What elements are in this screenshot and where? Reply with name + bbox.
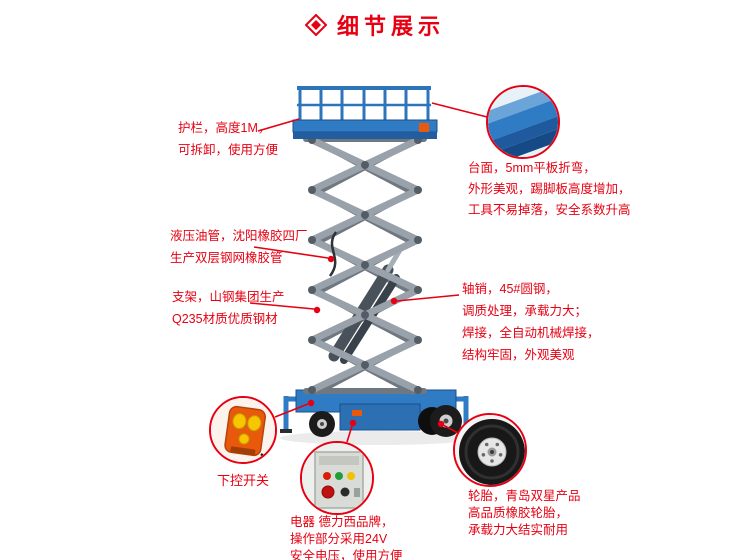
frame-note-line: Q235材质优质钢材 [172, 312, 278, 326]
callout-tire [453, 413, 527, 487]
tire-image [455, 415, 525, 485]
guardrail-note-line: 可拆卸，使用方便 [178, 143, 279, 157]
outrigger-left-pad [280, 429, 292, 433]
callout-control-panel [300, 441, 374, 515]
tires-note-line: 轮胎，青岛双星产品 [468, 489, 581, 503]
platform-note: 台面，5mm平板折弯， 外形美观，踢脚板高度增加， 工具不易掉落，安全系数升高 [468, 158, 631, 221]
page-title-text: 细节展示 [336, 14, 445, 39]
callout-platform-detail [486, 85, 560, 159]
tire-pointer-line [442, 424, 459, 434]
platform-note-line: 台面，5mm平板折弯， [468, 161, 596, 175]
chassis-base [280, 389, 472, 437]
remote-control-image [211, 398, 275, 462]
platform-guardrail [292, 86, 438, 139]
frame-note-line: 支架，山钢集团生产 [172, 290, 285, 304]
platform-deck [292, 119, 438, 133]
electric-pointer-line [346, 425, 353, 443]
electric-note: 电器 德力西品牌， 操作部分采用24V 安全电压，使用方便 [290, 514, 403, 560]
hydraulic-hose [328, 231, 338, 277]
lower-control-label: 下控开关 [217, 473, 270, 488]
platform-note-line: 工具不易掉落，安全系数升高 [468, 203, 631, 217]
axle-pins [308, 136, 422, 394]
hose-pointer-line [253, 246, 329, 259]
pointer-dots [307, 255, 445, 428]
tires-note: 轮胎，青岛双星产品 高品质橡胶轮胎， 承载力大结实耐用 [468, 488, 581, 539]
pin-note-line: 轴销，45#圆钢， [462, 282, 558, 296]
guardrail-pointer-line [257, 118, 300, 132]
support-frame-note: 支架，山钢集团生产 Q235材质优质钢材 [172, 286, 285, 330]
hydraulic-hose-note: 液压油管，沈阳橡胶四厂 生产双层钢网橡胶管 [170, 225, 308, 269]
platform-note-line: 外形美观，踢脚板高度增加， [468, 182, 631, 196]
frame-pointer-line [249, 302, 315, 310]
platform-control-box [419, 123, 429, 132]
electric-note-line: 电器 德力西品牌， [290, 515, 394, 529]
callout-remote-control [209, 396, 277, 464]
hose-note-line: 生产双层钢网橡胶管 [170, 251, 283, 265]
platform-deck-edge [293, 132, 437, 139]
pin-pointer-line [396, 294, 460, 302]
remote-pointer-line [274, 403, 309, 418]
page-title: 细节展示 [0, 9, 750, 41]
guardrail-note-line: 护栏，高度1M， [178, 121, 271, 135]
tires-note-line: 高品质橡胶轮胎， [468, 506, 569, 520]
wheel-front [309, 411, 335, 437]
tires-note-line: 承载力大结实耐用 [468, 523, 569, 537]
battery-box-label [352, 410, 362, 416]
axle-pin-note: 轴销，45#圆钢， 调质处理，承载力大； 焊接，全自动机械焊接， 结构牢固，外观… [462, 278, 600, 366]
diamond-icon [304, 14, 327, 36]
guardrail-note: 护栏，高度1M， 可拆卸，使用方便 [178, 117, 278, 161]
pointer-lines [249, 102, 488, 443]
electric-note-line: 安全电压，使用方便 [290, 549, 403, 560]
hose-note-line: 液压油管，沈阳橡胶四厂 [170, 229, 308, 243]
electric-note-line: 操作部分采用24V [290, 532, 388, 546]
platform-pointer-line [431, 102, 488, 118]
pin-note-line: 焊接，全自动机械焊接， [462, 326, 600, 340]
control-panel-image [302, 443, 372, 513]
pin-note-line: 结构牢固，外观美观 [462, 348, 575, 362]
pin-note-line: 调质处理，承载力大； [462, 304, 588, 318]
